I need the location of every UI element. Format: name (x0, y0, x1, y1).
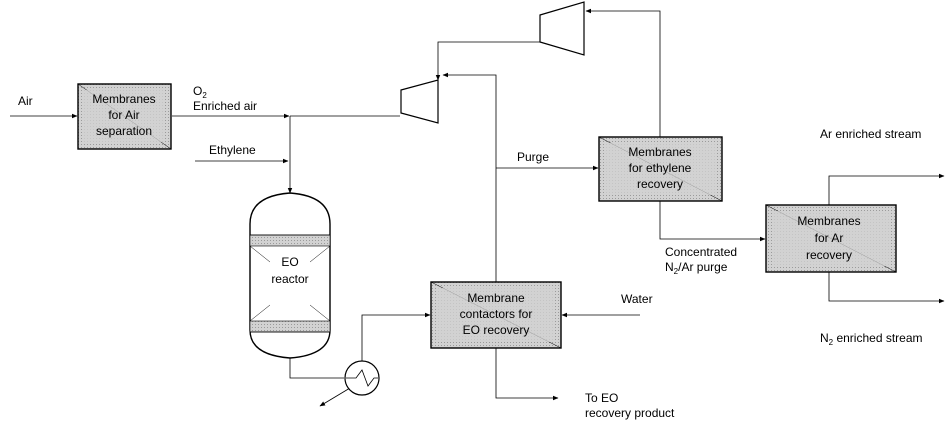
reactor-label-1: EO (281, 255, 298, 269)
o2-label-subscript: 2 (202, 91, 207, 100)
heat-exchanger (344, 360, 380, 396)
water-label: Water (621, 292, 653, 306)
n2-enriched-label: N2 enriched stream (820, 331, 923, 347)
upper-compressor (539, 1, 585, 56)
process-lines (10, 8, 945, 407)
n2-enriched-line (828, 272, 945, 304)
enriched-air-label: Enriched air (193, 99, 257, 113)
n2-ar-purge-label: N2/Ar purge (665, 260, 728, 276)
ar-membrane-line-3: recovery (806, 248, 852, 262)
n2-purge-subscript: 2 (674, 267, 679, 276)
ar-enriched-label: Ar enriched stream (820, 127, 921, 141)
recycle-compressor-link (435, 41, 540, 81)
ethylene-membrane-line-2: for ethylene (629, 161, 692, 175)
purge-label: Purge (517, 150, 549, 164)
ar-enriched-line (828, 173, 945, 205)
reactor-outlet-line (289, 357, 344, 379)
contactor-line-1: Membrane (467, 291, 525, 305)
air-separation-membrane: Membranes for Air separation (77, 83, 172, 150)
to-eo-label-2: recovery product (585, 406, 675, 420)
air-membrane-line-3: separation (96, 124, 152, 138)
ethylene-label: Ethylene (209, 143, 256, 157)
air-membrane-line-1: Membranes (92, 92, 155, 106)
ethylene-membrane-line-3: recovery (637, 177, 683, 191)
contactor-line-3: EO recovery (463, 323, 530, 337)
lower-compressor (400, 79, 439, 124)
eo-reactor: EO reactor (249, 192, 331, 359)
n2-purge-text: /Ar purge (678, 260, 728, 274)
n2-enriched-text: enriched stream (833, 331, 922, 345)
concentrated-purge-line (659, 201, 766, 242)
n2-enriched-subscript: 2 (829, 338, 834, 347)
reactor-label-2: reactor (271, 272, 308, 286)
ar-recovery-membrane: Membranes for Ar recovery (765, 204, 897, 273)
o2-label-o: O (193, 84, 202, 98)
o2-label: O2 (193, 84, 207, 100)
membrane-contactor: Membrane contactors for EO recovery (430, 281, 562, 349)
contactor-line-2: contactors for (460, 307, 533, 321)
cooled-gas-line (361, 312, 431, 363)
ar-membrane-line-2: for Ar (815, 231, 844, 245)
ethylene-recovery-line (585, 8, 661, 137)
concentrated-label: Concentrated (665, 245, 737, 259)
recycle-return-line (442, 72, 497, 282)
air-label: Air (18, 94, 33, 108)
ethylene-membrane-line-1: Membranes (628, 145, 691, 159)
air-membrane-line-2: for Air (108, 108, 139, 122)
ethylene-recovery-membrane: Membranes for ethylene recovery (598, 136, 723, 202)
to-eo-label-1: To EO (585, 391, 618, 405)
ar-membrane-line-1: Membranes (797, 214, 860, 228)
eo-product-line (495, 348, 559, 401)
exchanger-utility-line (319, 387, 351, 407)
